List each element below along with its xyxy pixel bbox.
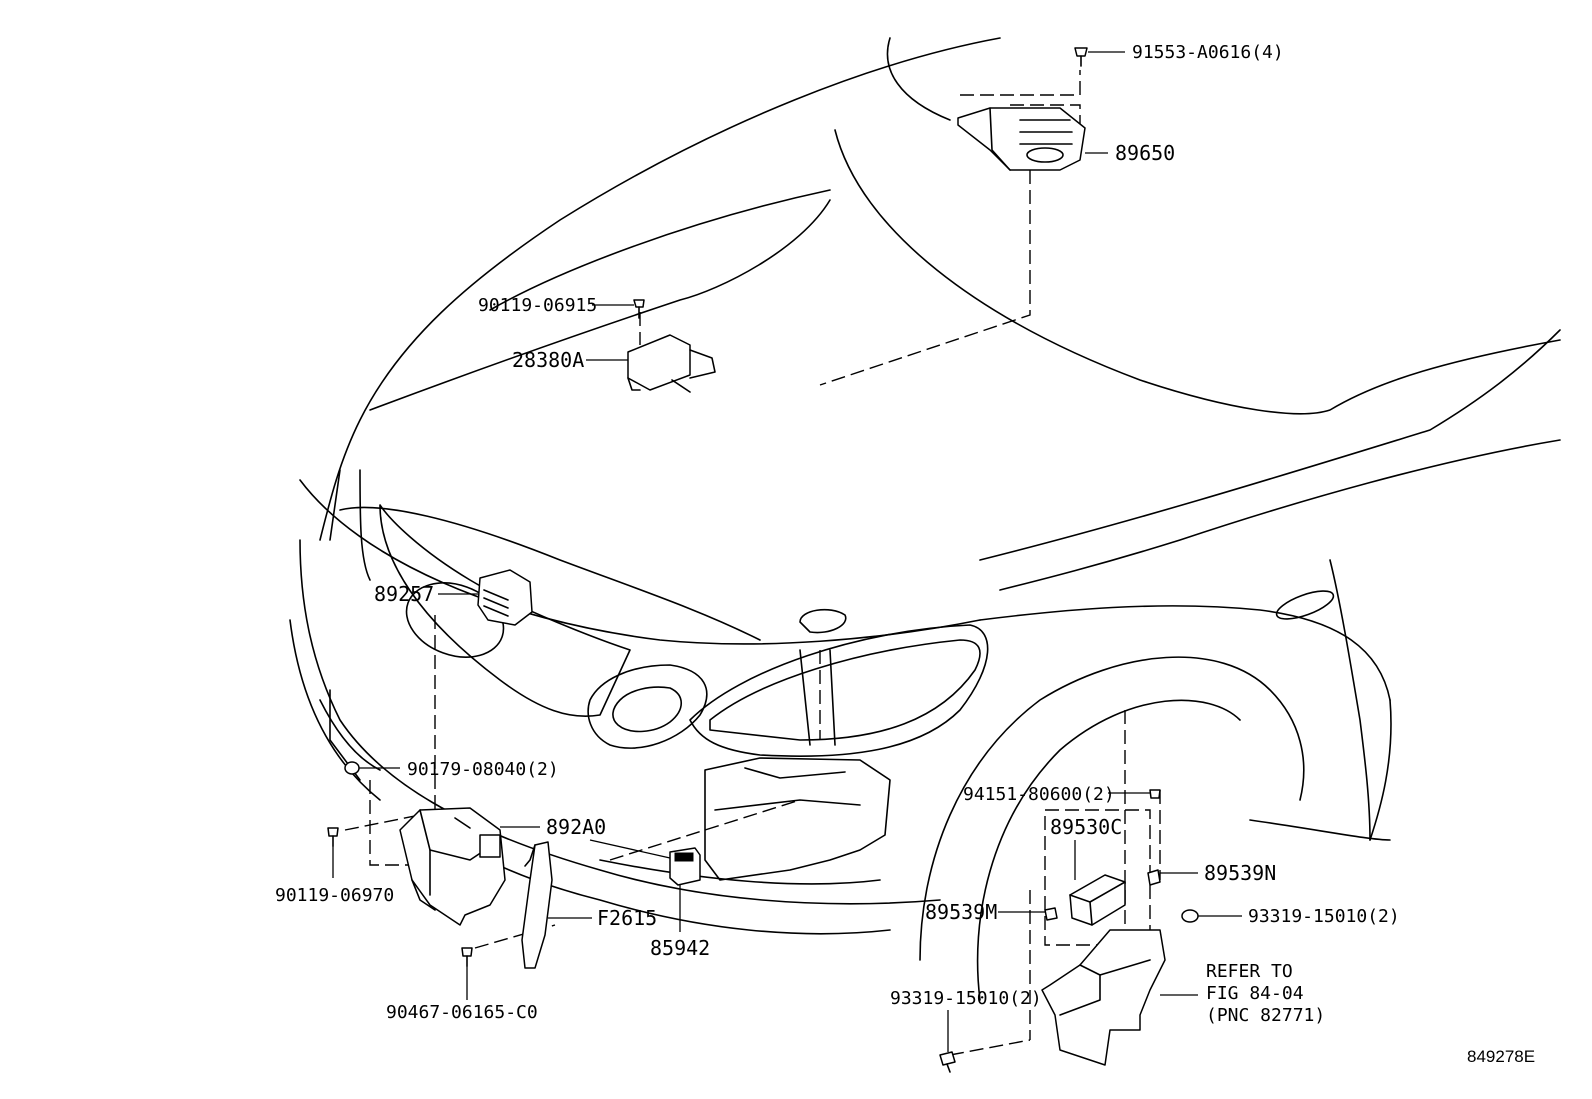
part-89530c-ecu[interactable]	[1069, 874, 1126, 926]
reference-note-line3: (PNC 82771)	[1206, 1005, 1325, 1026]
bolt-93319-left-icon	[939, 1051, 956, 1073]
label-89539m: 89539M	[925, 900, 997, 924]
reference-note-line2: FIG 84-04	[1206, 983, 1304, 1004]
label-892a0: 892A0	[546, 815, 606, 839]
label-85942: 85942	[650, 936, 710, 960]
fender-liner-bracket[interactable]	[1041, 929, 1166, 1066]
part-89257-sensor[interactable]	[477, 569, 533, 626]
label-89530c: 89530C	[1050, 815, 1122, 839]
part-85942-relay[interactable]	[669, 847, 701, 886]
figure-id: 849278E	[1467, 1047, 1535, 1066]
bolt-90119-06915-icon	[633, 299, 645, 319]
part-89650-module[interactable]	[957, 107, 1086, 171]
label-90179-08040: 90179-08040(2)	[407, 759, 559, 780]
bolt-91553-icon	[1074, 47, 1088, 67]
part-892a0-ecu[interactable]	[399, 807, 506, 926]
label-89257: 89257	[374, 582, 434, 606]
label-89539n: 89539N	[1204, 861, 1276, 885]
label-89650: 89650	[1115, 141, 1175, 165]
part-28380a-relay[interactable]	[627, 334, 716, 393]
part-f2615-bracket[interactable]	[521, 841, 553, 969]
label-90119-06970: 90119-06970	[275, 885, 394, 906]
label-90119-06915: 90119-06915	[478, 295, 597, 316]
bolt-94151-icon	[1149, 789, 1161, 799]
label-28380a: 28380A	[512, 348, 584, 372]
clip-89539m-icon	[1044, 907, 1058, 921]
bolt-93319-right-icon	[1181, 909, 1199, 923]
bolt-90119-06970-icon	[327, 827, 339, 847]
callout-leaders	[332, 51, 1242, 1052]
label-94151-80600: 94151-80600(2)	[963, 784, 1115, 805]
label-93319-15010-right: 93319-15010(2)	[1248, 906, 1400, 927]
label-93319-15010-left: 93319-15010(2)	[890, 988, 1042, 1009]
reference-note-line1: REFER TO	[1206, 961, 1293, 982]
label-91553-a0616: 91553-A0616(4)	[1132, 42, 1284, 63]
nut-90179-icon	[344, 761, 360, 775]
screw-90467-icon	[461, 947, 473, 967]
car-body-outline	[289, 37, 1561, 1001]
clip-89539n-icon	[1147, 869, 1161, 886]
label-f2615: F2615	[597, 906, 657, 930]
label-90467-06165-c0: 90467-06165-C0	[386, 1002, 538, 1023]
washer-tank	[704, 649, 891, 881]
